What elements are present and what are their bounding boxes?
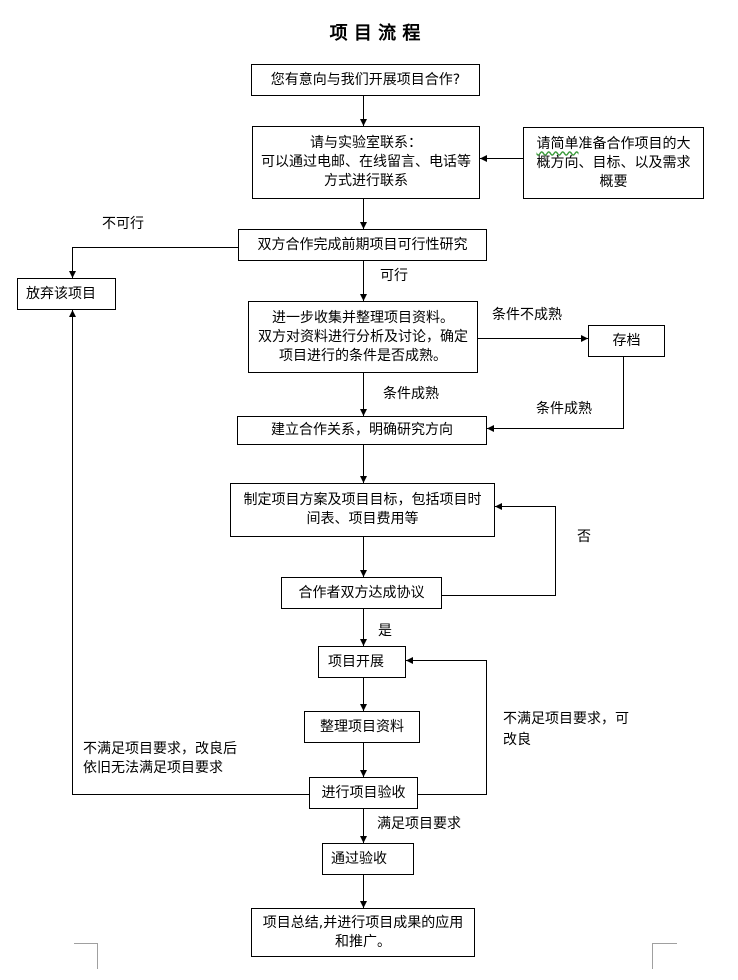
edge-label-improvable: 不满足项目要求，可 改良: [503, 710, 629, 750]
node-text: 放弃该项目: [26, 285, 96, 302]
edge-label-line: 不满足项目要求，改良后: [83, 741, 237, 757]
connector-agreement-to-plan: [441, 503, 556, 596]
node-text: 项目开展: [328, 653, 384, 670]
edge-label-conditions-mature-archive: 条件成熟: [536, 401, 592, 417]
node-contact-lab: 请与实验室联系： 可以通过电邮、在线留言、电话等 方式进行联系: [252, 126, 480, 199]
node-organize-materials: 整理项目资料: [304, 711, 420, 743]
page-title: 项 目 流 程: [329, 23, 421, 44]
edge-label-line: 依旧无法满足项目要求: [83, 760, 223, 776]
connector-acceptance-to-abandon: [69, 310, 309, 795]
node-text: 方式进行联系: [324, 173, 408, 189]
edge-label-no: 否: [577, 529, 591, 545]
edge-label-not-improvable: 不满足项目要求，改良后 依旧无法满足项目要求: [83, 740, 237, 778]
node-text: 您有意向与我们开展项目合作?: [270, 71, 461, 88]
spellcheck-flagged-text[interactable]: 请简单: [536, 135, 579, 152]
node-text: 存档: [612, 332, 641, 349]
node-text: 制定项目方案及项目目标，包括项目时: [243, 492, 482, 508]
node-archive: 存档: [588, 325, 665, 357]
node-text: 整理项目资料: [320, 718, 404, 735]
node-text-rest: 准备合作项目的大: [578, 135, 691, 152]
edge-label-feasible: 可行: [380, 268, 408, 284]
page-corner-mark-left: [74, 943, 98, 969]
node-text: 可以通过电邮、在线留言、电话等: [261, 154, 471, 170]
node-text: 请简单准备合作项目的大: [537, 135, 691, 154]
node-text: 概方向、目标、以及需求: [536, 154, 691, 171]
edge-label-conditions-immature: 条件不成熟: [492, 307, 562, 323]
node-intent: 您有意向与我们开展项目合作?: [251, 64, 480, 96]
node-text: 项目进行的条件是否成熟。: [279, 347, 447, 364]
node-text: 间表、项目费用等: [306, 511, 419, 527]
edge-label-requirements-met: 满足项目要求: [377, 816, 461, 832]
edge-label-line: 改良: [503, 732, 531, 748]
connector-archive-to-establish: [487, 356, 624, 432]
node-establish-cooperation: 建立合作关系，明确研究方向: [237, 416, 487, 445]
connector-feasibility-to-abandon: [69, 247, 238, 278]
node-passed-acceptance: 通过验收: [322, 843, 414, 875]
node-text: 进一步收集并整理项目资料。: [272, 309, 454, 326]
edge-label-line: 不满足项目要求，可: [503, 711, 629, 727]
edge-label-yes: 是: [378, 623, 392, 639]
connector-acceptance-to-launch: [406, 657, 487, 795]
node-text: 双方合作完成前期项目可行性研究: [257, 236, 468, 253]
node-project-summary: 项目总结,并进行项目成果的应用 和推广。: [251, 908, 475, 957]
node-acceptance-check: 进行项目验收: [309, 777, 418, 809]
node-text: 概要: [599, 173, 628, 190]
node-project-plan: 制定项目方案及项目目标，包括项目时 间表、项目费用等: [230, 483, 495, 537]
node-text: 和推广。: [335, 933, 391, 950]
node-text: 项目总结,并进行项目成果的应用: [262, 914, 464, 931]
node-text: 请与实验室联系：: [310, 135, 422, 151]
page-corner-mark-right: [652, 943, 677, 969]
node-project-launch: 项目开展: [318, 646, 406, 678]
node-feasibility-study: 双方合作完成前期项目可行性研究: [238, 229, 487, 261]
edge-label-conditions-mature: 条件成熟: [383, 386, 439, 402]
node-text: 双方对资料进行分析及讨论，确定: [258, 328, 468, 345]
node-agreement: 合作者双方达成协议: [281, 577, 442, 609]
node-abandon-project: 放弃该项目: [17, 278, 116, 310]
node-text: 合作者双方达成协议: [298, 584, 425, 601]
node-text: 建立合作关系，明确研究方向: [271, 422, 453, 438]
edge-label-not-feasible: 不可行: [102, 216, 144, 232]
node-prepare-requirements: 请简单准备合作项目的大 概方向、目标、以及需求 概要: [523, 127, 704, 199]
node-text: 通过验收: [331, 850, 387, 867]
node-collect-materials: 进一步收集并整理项目资料。 双方对资料进行分析及讨论，确定 项目进行的条件是否成…: [248, 301, 478, 373]
node-text: 进行项目验收: [321, 784, 406, 801]
